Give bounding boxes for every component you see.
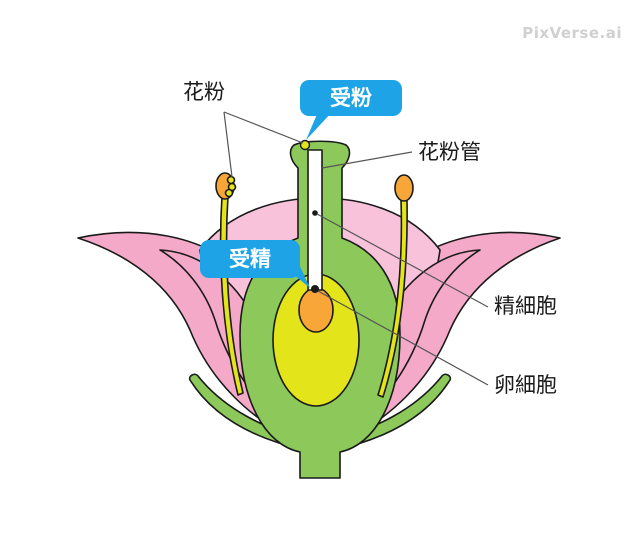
pollen-leader-right	[223, 111, 304, 144]
right-anther	[394, 174, 414, 202]
label-pollen-tube: 花粉管	[418, 140, 481, 164]
pollen-on-stigma	[299, 139, 311, 151]
ovule	[298, 287, 334, 333]
sperm-cell-leader	[316, 213, 489, 308]
egg-cell-dot	[311, 285, 319, 293]
sperm-cell-dot	[312, 210, 318, 216]
right-filament	[377, 199, 408, 398]
egg-cell-leader	[317, 290, 489, 386]
label-egg-cell: 卵細胞	[494, 373, 557, 397]
label-pollen: 花粉	[183, 80, 225, 104]
watermark: PixVerse.ai	[522, 24, 622, 42]
callout-pollination: 受粉	[300, 80, 402, 116]
pollen-grain	[226, 175, 236, 185]
callout-fertilization: 受精	[200, 240, 300, 278]
pollen-tube-leader	[321, 151, 413, 169]
pollination-callout-tail	[306, 112, 332, 140]
pollen-grain	[224, 188, 234, 198]
label-sperm-cell: 精細胞	[494, 294, 557, 318]
pollen-leader-left	[223, 111, 233, 178]
pollen-tube	[307, 149, 323, 291]
